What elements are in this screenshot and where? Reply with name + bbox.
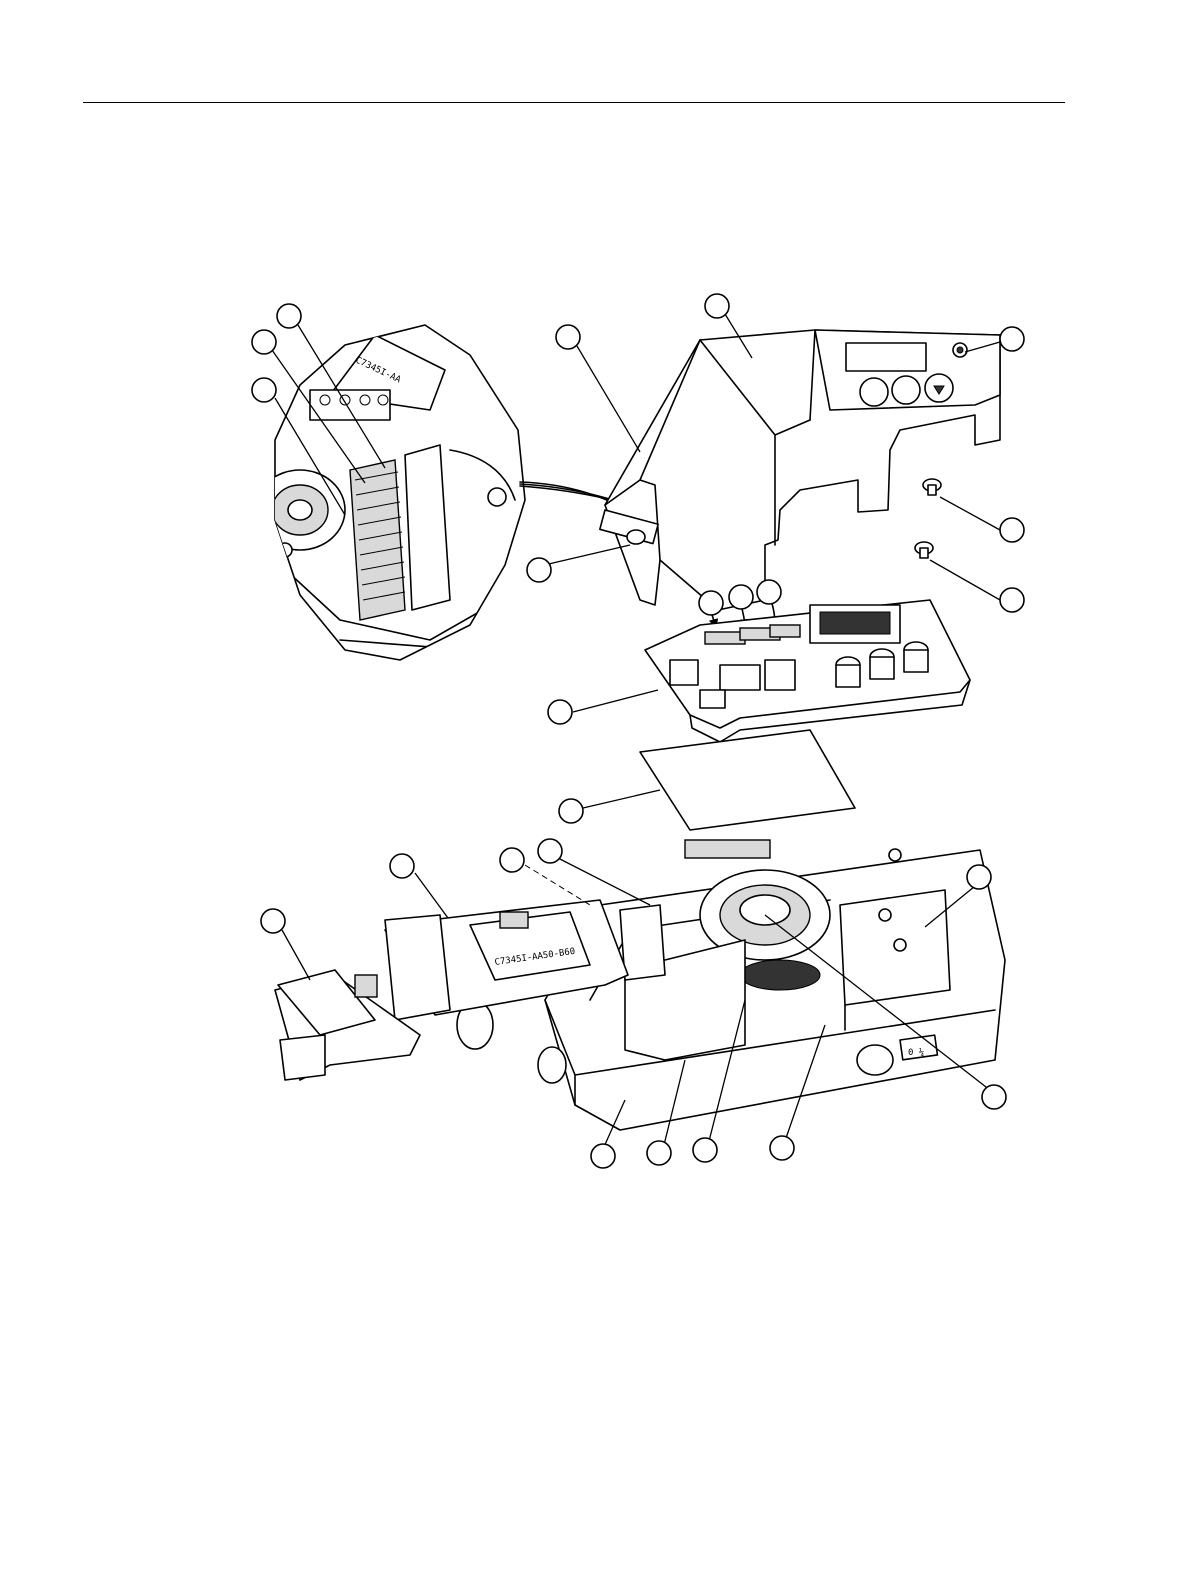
detail-inset: C7345I-AA — [255, 325, 525, 660]
dash-alignment-line — [525, 865, 590, 905]
screws — [915, 479, 941, 558]
cover — [600, 330, 1000, 610]
main-pcb — [645, 600, 970, 742]
insulator-sheet — [640, 730, 855, 830]
housing-label: 0 ¼ — [908, 1048, 924, 1058]
